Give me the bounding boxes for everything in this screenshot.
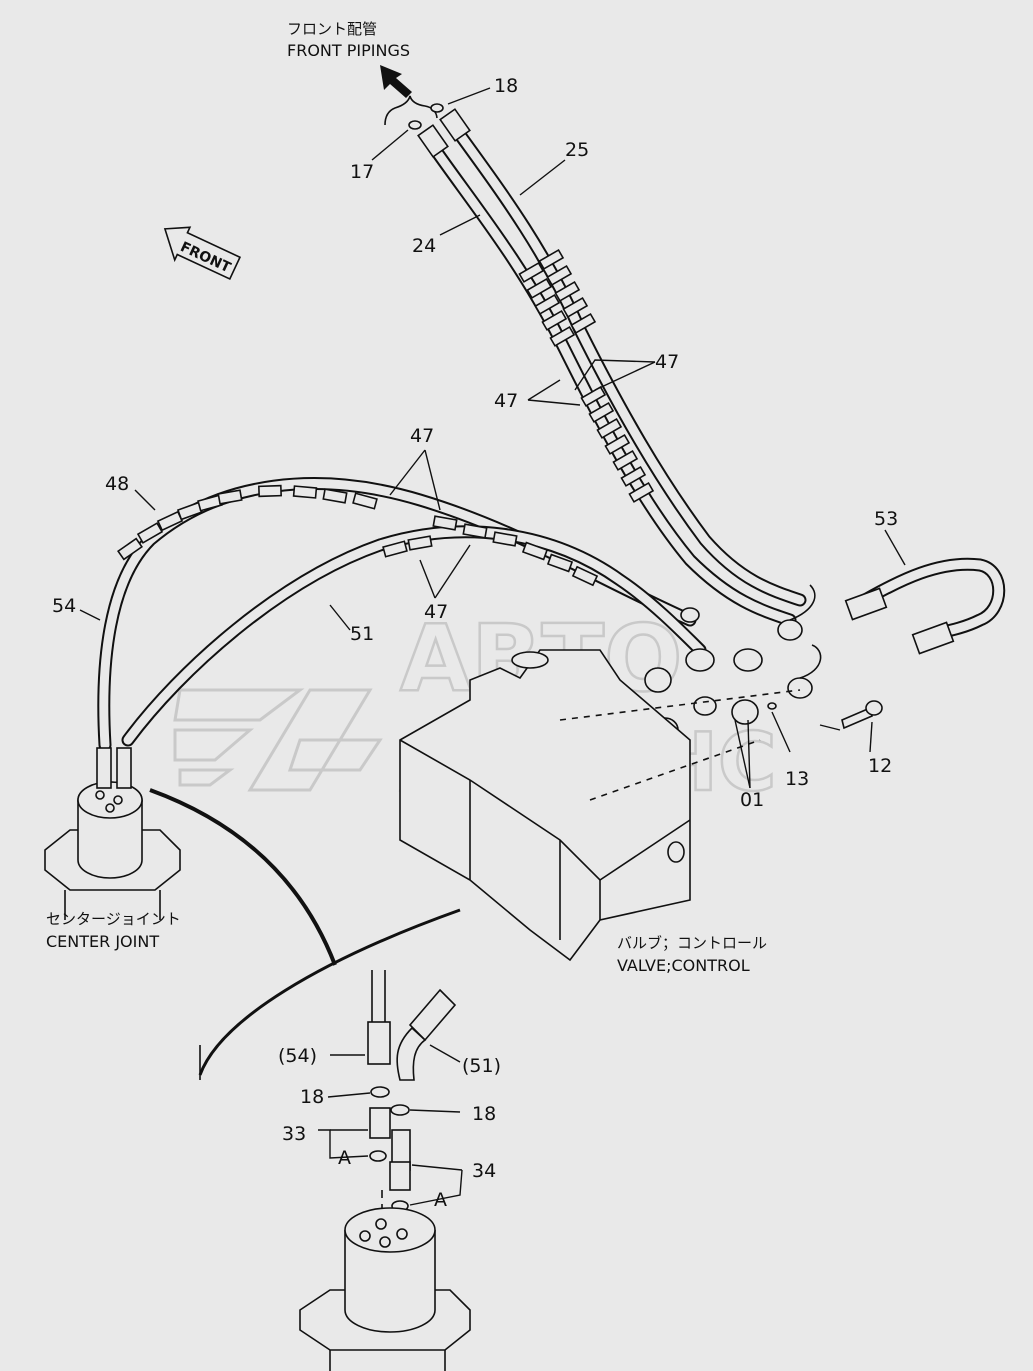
front-pipings-arrow-icon xyxy=(380,65,412,98)
detail-view xyxy=(299,970,471,1371)
callout-47-b: 47 xyxy=(494,390,518,412)
control-valve xyxy=(399,649,801,962)
callout-51: 51 xyxy=(350,623,374,645)
callout-54: 54 xyxy=(52,595,76,617)
callout-25: 25 xyxy=(565,139,589,161)
bolt-12 xyxy=(841,700,883,730)
callout-01: 01 xyxy=(740,789,764,811)
front-pipings-caption-en: FRONT PIPINGS xyxy=(287,41,410,60)
cutaway-curve xyxy=(149,788,337,966)
callout-24: 24 xyxy=(412,235,436,257)
hose-25 xyxy=(448,121,807,607)
center-joint-top xyxy=(44,747,181,920)
callout-48: 48 xyxy=(105,473,129,495)
hose-51 xyxy=(121,525,707,747)
detail-frame xyxy=(198,908,461,1076)
front-pipings-brace xyxy=(384,95,438,126)
valve-caption-en: VALVE;CONTROL xyxy=(617,956,750,975)
hose-53 xyxy=(844,557,1006,655)
callout-18-left: 18 xyxy=(300,1086,324,1108)
clamp-sleeves-middle xyxy=(117,484,599,587)
callout-A-right: A xyxy=(434,1189,447,1211)
hose-24 xyxy=(425,138,797,627)
callout-18-top: 18 xyxy=(494,75,518,97)
front-pipings-caption-jp: フロント配管 xyxy=(287,20,377,38)
callout-18-right: 18 xyxy=(472,1103,496,1125)
callout-47-c: 47 xyxy=(410,425,434,447)
center-joint-caption-jp: センタージョイント xyxy=(46,910,181,928)
watermark-logo xyxy=(173,688,383,792)
callout-51-ref: (51) xyxy=(462,1055,501,1077)
valve-caption-jp: バルブ；コントロール xyxy=(617,934,767,952)
leader-lines xyxy=(79,87,906,1206)
callout-17: 17 xyxy=(350,161,374,183)
callout-47-d: 47 xyxy=(424,601,448,623)
hose-fittings-top xyxy=(408,103,471,158)
callout-12: 12 xyxy=(868,755,892,777)
callout-13: 13 xyxy=(785,768,809,790)
callout-34: 34 xyxy=(472,1160,496,1182)
callout-47-a: 47 xyxy=(655,351,679,373)
callout-53: 53 xyxy=(874,508,898,530)
callout-54-ref: (54) xyxy=(278,1045,317,1067)
center-joint-caption-en: CENTER JOINT xyxy=(46,932,159,951)
clamp-sleeves-upper xyxy=(518,248,655,503)
callout-A-left: A xyxy=(338,1147,351,1169)
front-direction-arrow-icon: FRONT xyxy=(163,226,242,281)
callout-33: 33 xyxy=(282,1123,306,1145)
